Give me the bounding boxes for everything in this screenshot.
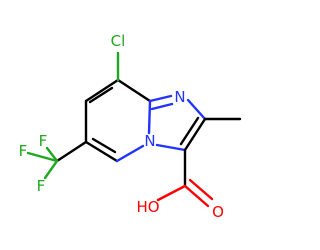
structure-canvas: Cl N N F F F HO O [18,32,242,221]
fluorine-atom-label-2: F [37,177,46,195]
molecule-structure: Cl N N F F F HO O [19,32,242,221]
bond-n1-c2 [186,98,207,121]
hydroxyl-atom-label: HO [136,198,159,216]
bond-carboxyl-o-double-a [183,184,210,208]
bond-cf3-f2 [43,159,59,180]
bond-c5-n4 [115,144,145,163]
bond-c6-c5 [84,140,119,163]
bond-cf3-f1 [26,151,59,163]
fluorine-atom-label-3: F [39,132,48,150]
bond-c8-c7-double [88,86,114,104]
bond-c2-c3-double [179,116,200,146]
bond-c2-c3 [183,117,207,152]
fluorine-atom-label-1: F [19,142,28,160]
oxygen-atom-label: O [212,203,224,221]
bond-carboxyl-o-double-b [188,178,214,201]
bond-c6-c5-double [91,137,117,154]
bond-c8a-n1-double [150,102,174,111]
chlorine-atom-label: Cl [111,32,126,50]
bond-c3-n4 [155,143,187,152]
bond-c8a-c8 [116,78,152,103]
bond-carboxyl-oh [156,184,187,202]
bond-cf3-f3 [45,146,59,163]
bond-c8a-n1 [148,94,173,103]
bond-n4-c8a [147,99,152,135]
bond-c6-cf3 [55,140,88,163]
bond-c8-c7 [84,78,120,103]
nitrogen-atom-label-imidazole: N [174,88,185,106]
nitrogen-atom-label-bridge: N [144,132,155,150]
